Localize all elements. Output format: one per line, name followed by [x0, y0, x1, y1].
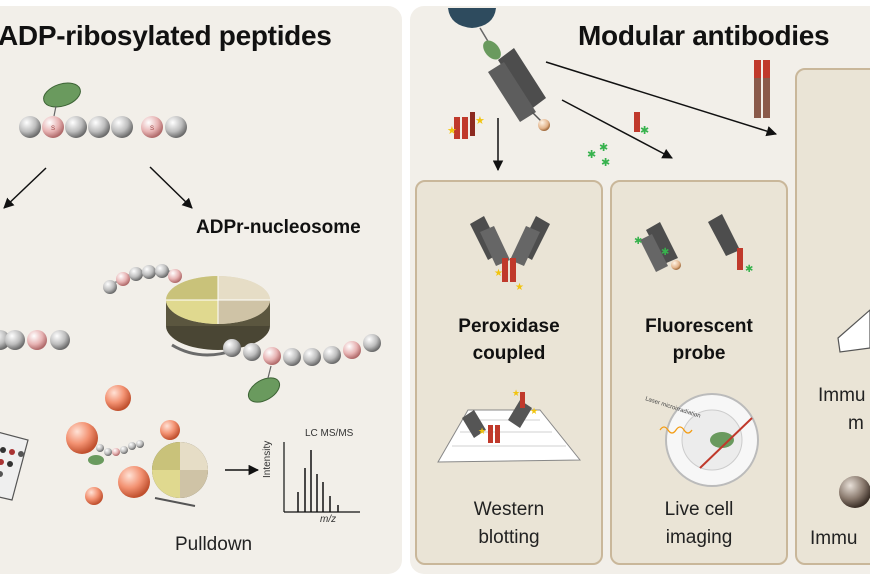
svg-text:S: S — [150, 126, 154, 132]
western-label-line2: blotting — [478, 527, 540, 548]
pulldown-beads-icon — [66, 385, 208, 507]
svg-text:✱: ✱ — [745, 264, 753, 275]
nucleosome-icon — [103, 264, 381, 403]
arrow-to-fluorescent — [561, 99, 673, 159]
svg-text:★: ★ — [478, 426, 486, 436]
svg-text:★: ★ — [475, 115, 485, 127]
svg-text:✱: ✱ — [661, 247, 669, 258]
immuno-label-1a: Immu — [818, 385, 866, 406]
svg-text:★: ★ — [447, 125, 457, 137]
peptide-bead-chain-2 — [0, 330, 70, 350]
sample-plate-icon — [0, 432, 29, 501]
ms-spectrum-plot — [283, 442, 360, 513]
immuno-label-2: Immu — [810, 528, 858, 549]
immuno-slide-icon — [837, 309, 870, 353]
live-cell-label-line1: Live cell — [664, 499, 734, 520]
immuno-bead-icon — [839, 476, 870, 508]
live-cell-imaging-label: Live cell imaging — [610, 496, 788, 552]
svg-text:✱: ✱ — [599, 142, 608, 154]
svg-text:★: ★ — [515, 282, 524, 293]
ms-plot-xlabel: m/z — [320, 514, 337, 525]
modular-antibody-icon — [479, 27, 550, 131]
right-panel-title: Modular antibodies — [578, 20, 830, 51]
arrow-right-branch — [149, 166, 193, 209]
fluorescent-label-line1: Fluorescent — [645, 316, 753, 337]
arrow-left-branch — [3, 167, 47, 209]
peroxidase-antibody-icon: ★ ★ — [470, 216, 550, 293]
live-cell-label-line2: imaging — [665, 527, 733, 548]
peroxidase-tag-icon: ★ ★ — [447, 112, 485, 139]
left-panel-title: ADP-ribosylated peptides — [0, 20, 332, 51]
peroxidase-label-line1: Peroxidase — [458, 316, 560, 337]
immuno-label-1b: m — [848, 413, 864, 434]
svg-text:★: ★ — [494, 268, 503, 279]
pulldown-label: Pulldown — [175, 534, 253, 555]
adp-ribose-icon — [43, 82, 81, 117]
peroxidase-label-line2: coupled — [472, 343, 546, 364]
immuno-tag-icon — [754, 60, 770, 118]
fluorescent-label: Fluorescent probe — [610, 313, 788, 367]
svg-text:✱: ✱ — [634, 236, 642, 247]
arrow-to-immuno — [545, 61, 778, 137]
svg-text:✱: ✱ — [587, 149, 596, 161]
svg-text:★: ★ — [512, 388, 520, 398]
svg-text:✱: ✱ — [640, 125, 649, 137]
microscope-icon — [448, 8, 496, 28]
fluorescent-box — [610, 180, 788, 565]
peroxidase-box — [415, 180, 603, 565]
western-blot-membrane-icon: ★ ★ ★ — [437, 388, 582, 463]
fluorescent-antibody-icon: ✱ ✱ ✱ — [634, 214, 753, 275]
fluorescent-label-line2: probe — [672, 343, 726, 364]
nucleosome-label: ADPr-nucleosome — [196, 217, 361, 238]
fluorophore-tag-icon: ✱ ✱ ✱ ✱ — [587, 112, 649, 169]
ms-plot-title: LC MS/MS — [305, 428, 354, 439]
western-label-line1: Western — [473, 499, 545, 520]
peptide-bead-chain: S S — [19, 116, 187, 138]
ms-plot-ylabel: Intensity — [262, 440, 273, 478]
live-cell-dish-icon: Laser microirradiation — [644, 393, 759, 487]
svg-text:★: ★ — [530, 406, 538, 416]
peroxidase-label: Peroxidase coupled — [415, 313, 603, 367]
svg-text:S: S — [51, 126, 55, 132]
svg-text:✱: ✱ — [601, 157, 610, 169]
western-blotting-label: Western blotting — [415, 496, 603, 552]
